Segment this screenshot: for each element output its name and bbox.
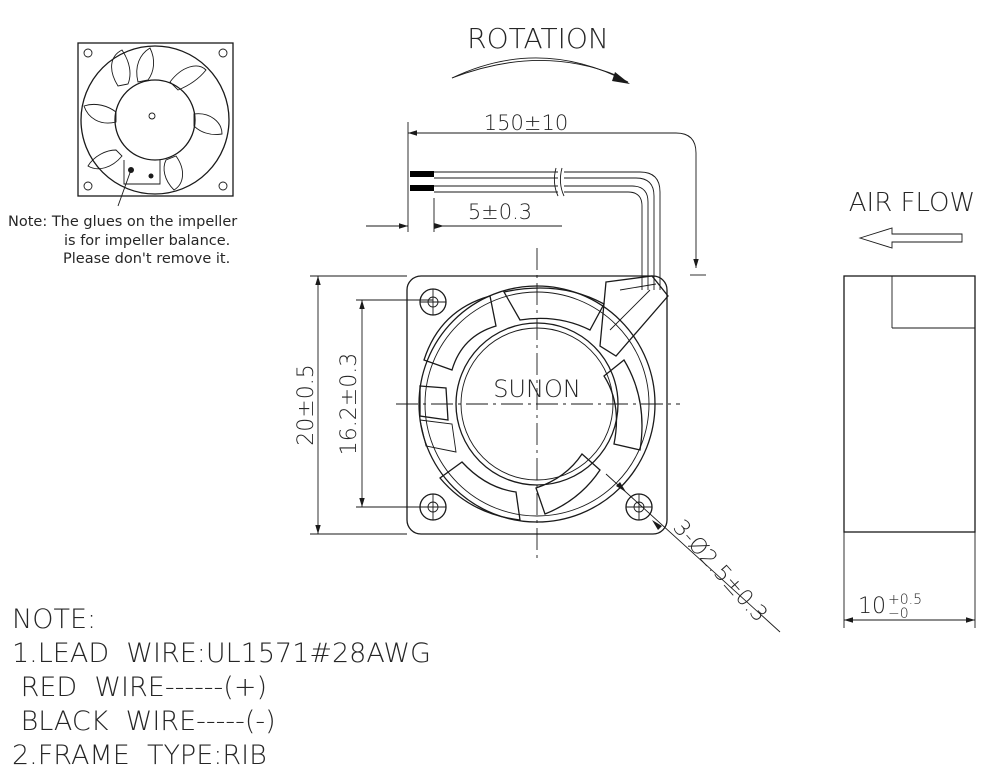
thickness-tol-plus: +0.5 (888, 592, 922, 608)
notes-line1: 1.LEAD WIRE:UL1571#28AWG (12, 638, 431, 669)
lead-length-dim: 150±10 (484, 111, 568, 135)
brand-label: SUNON (493, 375, 581, 403)
rotation-label: ROTATION (467, 22, 609, 55)
strip-length-dim: 5±0.3 (468, 200, 532, 224)
notes-line2: RED WIRE------(+) (12, 672, 267, 703)
rotation-indicator: ROTATION (451, 22, 630, 84)
frame-size-dim: 20±0.5 (294, 364, 319, 445)
glue-note-line1: Note: The glues on the impeller (8, 214, 237, 230)
glue-note-line3: Please don't remove it. (63, 251, 230, 267)
notes-line4: 2.FRAME TYPE:RIB (12, 740, 267, 771)
thickness-dim: 10 (858, 594, 886, 619)
air-flow-label: AIR FLOW (849, 188, 975, 218)
thickness-tol-minus: −0 (888, 606, 909, 622)
lead-wire-dimensions: 150±10 5±0.3 (366, 111, 706, 290)
notes-heading: NOTE: (12, 604, 96, 635)
glue-note-line2: is for impeller balance. (64, 233, 230, 249)
fan-side-view: 10 +0.5 −0 (843, 275, 976, 628)
fan-front-view: SUNON (396, 248, 680, 558)
notes-line3: BLACK WIRE-----(-) (12, 706, 276, 737)
hole-dim: 3-Ø2.5±0.3 (668, 515, 772, 627)
air-flow-indicator: AIR FLOW (849, 188, 975, 249)
impeller-small-view: Note: The glues on the impeller is for i… (8, 42, 237, 267)
notes-block: NOTE: 1.LEAD WIRE:UL1571#28AWG RED WIRE-… (12, 604, 431, 771)
hole-pitch-dim: 16.2±0.3 (337, 353, 362, 455)
